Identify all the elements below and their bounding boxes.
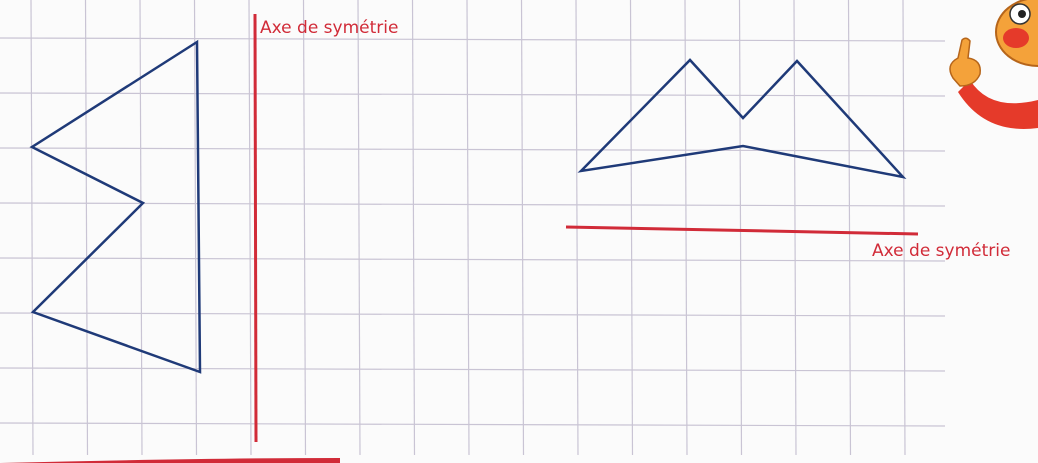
grid-line-vertical (738, 0, 743, 456)
grid-line-horizontal (0, 92, 946, 97)
grid-line-vertical (847, 0, 852, 456)
bottom-red-rule (0, 458, 340, 463)
grid-line-horizontal (0, 147, 946, 152)
grid-line-vertical (466, 0, 470, 456)
grid-line-vertical (302, 0, 307, 456)
horizontal-symmetry-axis (565, 225, 919, 236)
grid-line-vertical (902, 0, 906, 456)
axis-label-vertical: Axe de symétrie (260, 18, 399, 38)
grid-line-horizontal (0, 37, 946, 42)
grid-line-horizontal (0, 367, 946, 372)
square-grid (0, 0, 946, 456)
vertical-symmetry-axis (253, 13, 258, 443)
axis-label-horizontal: Axe de symétrie (872, 241, 1011, 261)
right-figure (577, 58, 907, 179)
grid-line-vertical (520, 0, 525, 456)
grid-line-horizontal (0, 257, 946, 262)
grid-line-vertical (684, 0, 688, 456)
grid-line-vertical (84, 0, 89, 456)
left-half-figure (29, 39, 202, 374)
grid-line-horizontal (0, 312, 946, 317)
grid-line-vertical (248, 0, 252, 456)
grid-line-vertical (411, 0, 416, 456)
grid-line-vertical (193, 0, 198, 456)
grid-line-vertical (30, 0, 34, 456)
grid-line-vertical (793, 0, 797, 456)
grid-line-horizontal (0, 202, 946, 207)
grid-line-vertical (357, 0, 361, 456)
pointing-character-icon (949, 0, 1038, 129)
grid-line-horizontal (0, 422, 946, 427)
grid-line-vertical (139, 0, 143, 456)
